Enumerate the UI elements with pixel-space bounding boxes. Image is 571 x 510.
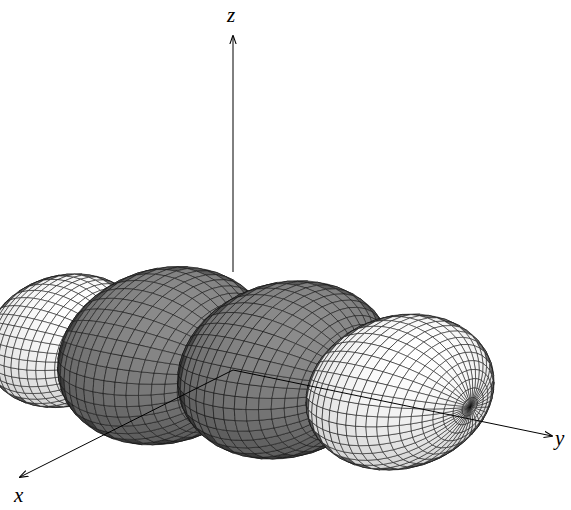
sphere-facet [463, 405, 470, 407]
sphere-facet [45, 370, 55, 378]
sphere-facet [356, 426, 367, 436]
sphere-facet [246, 410, 259, 421]
sphere-facet [138, 384, 151, 395]
sphere-facet [93, 392, 104, 406]
sphere-facet [470, 397, 473, 406]
sphere-facet [246, 397, 259, 409]
sphere-facet [151, 384, 165, 395]
sphere-facet [475, 369, 479, 379]
sphere-facet [271, 408, 285, 419]
sphere-facet [234, 396, 247, 409]
sphere-facet [139, 372, 154, 384]
sphere-facet [204, 391, 214, 406]
sphere-facet [285, 388, 300, 398]
sphere-facet [259, 386, 274, 398]
sphere-facet [103, 381, 115, 395]
sphere-facet [11, 368, 19, 378]
sphere-facet [36, 361, 46, 370]
sphere-facet [27, 361, 36, 371]
sphere-facet [258, 398, 271, 409]
sphere-facet [19, 369, 28, 379]
white-sphere [306, 314, 494, 470]
sphere-facet [278, 365, 295, 378]
sphere-facet [114, 382, 127, 395]
white-sphere [0, 274, 146, 408]
sphere-facet [19, 359, 28, 370]
sphere-facet [93, 379, 104, 394]
gray-sphere [57, 267, 272, 445]
sphere-facet [274, 376, 290, 388]
sphere-facet [126, 395, 139, 406]
sphere-facet [126, 383, 139, 395]
sphere-facet [470, 397, 474, 406]
sphere-facet [158, 351, 175, 364]
sphere-facet [272, 387, 287, 398]
sphere-facet [213, 393, 224, 408]
sphere-facet [462, 407, 470, 412]
sphere-facet [46, 378, 57, 386]
sphere-facet [462, 407, 470, 409]
gray-sphere [177, 281, 392, 459]
sphere-facet [258, 409, 271, 420]
sphere-facet [84, 377, 94, 392]
sphere-facet [337, 424, 347, 436]
sphere-facet [45, 362, 55, 371]
sphere-facet [164, 384, 178, 394]
sphere-facet [114, 395, 127, 407]
sphere-facet [103, 393, 115, 406]
sphere-facet [154, 362, 170, 374]
sphere-facet [462, 407, 470, 411]
sphere-facet [346, 425, 356, 436]
sphere-facet [46, 353, 57, 362]
sphere-facet [223, 408, 235, 421]
sphere-facet [152, 373, 167, 384]
sphere-facet [329, 410, 338, 423]
sphere-facet [36, 370, 46, 378]
sphere-facet [462, 407, 470, 413]
sphere-facet [337, 412, 347, 425]
sphere-facet [234, 409, 247, 421]
sphere-facet [138, 395, 151, 406]
sphere-facet [463, 403, 470, 406]
sphere-facet [462, 407, 470, 414]
sphere-facet [284, 398, 298, 408]
sphere-facet [455, 403, 464, 407]
sphere-facet [470, 398, 475, 407]
sphere-facet [259, 419, 274, 430]
sphere-facet [151, 394, 165, 405]
sphere-facet [470, 407, 472, 415]
sphere-facet [470, 398, 476, 407]
spheres [0, 267, 494, 470]
sphere-facet [4, 356, 12, 367]
sphere-facet [223, 395, 235, 409]
sphere-facet [463, 407, 470, 415]
sphere-facet [11, 358, 19, 369]
sphere-facet [271, 398, 285, 409]
sphere-facet [470, 397, 472, 406]
sphere-facet [27, 370, 36, 379]
sphere-facet [213, 406, 224, 420]
sphere-facet [377, 435, 390, 445]
